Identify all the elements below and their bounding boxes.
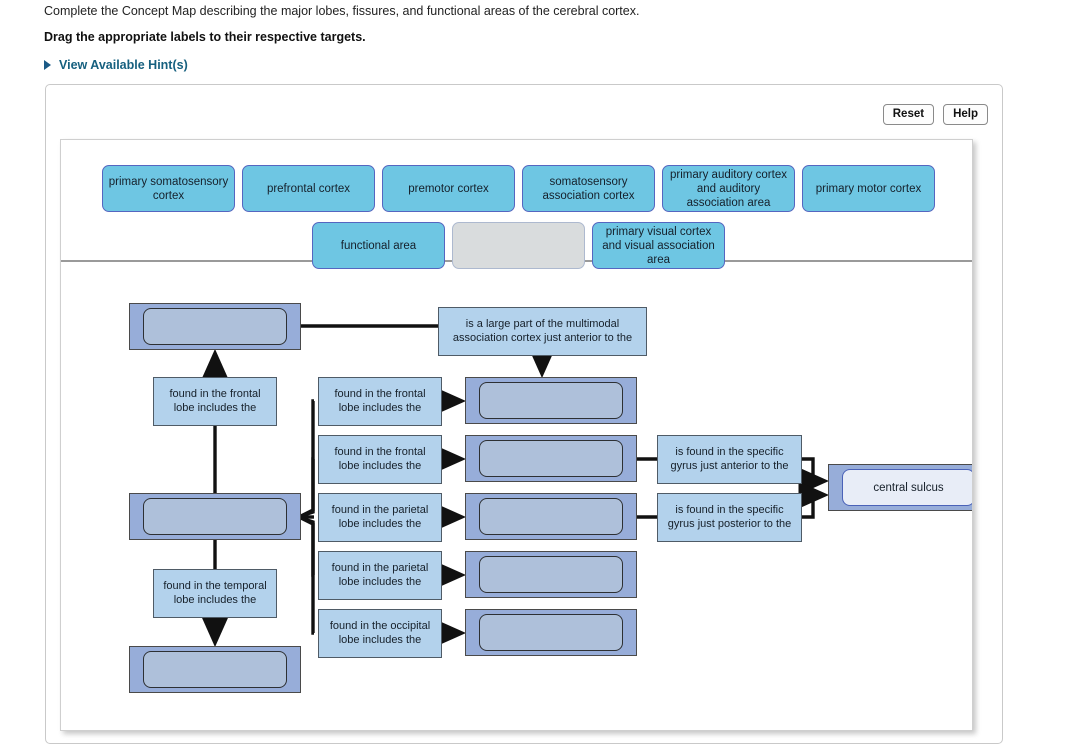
rel-frontal-3: found in the frontal lobe includes the	[318, 435, 442, 484]
rel-gyrus-anterior: is found in the specific gyrus just ante…	[657, 435, 802, 484]
rel-frontal-1: found in the frontal lobe includes the	[153, 377, 277, 426]
target-row-1[interactable]	[465, 377, 637, 424]
rel-occipital-1: found in the occipital lobe includes the	[318, 609, 442, 658]
label-chip-empty-slot	[452, 222, 585, 269]
rel-parietal-2: found in the parietal lobe includes the	[318, 551, 442, 600]
target-row-1-value	[479, 382, 623, 419]
concept-map-canvas: is a large part of the multimodal associ…	[61, 262, 972, 730]
rel-temporal-1: found in the temporal lobe includes the	[153, 569, 277, 618]
view-hints-toggle[interactable]: View Available Hint(s)	[44, 58, 188, 72]
label-chip[interactable]: primary auditory cortex and auditory ass…	[662, 165, 795, 212]
target-row-5-value	[479, 614, 623, 651]
target-row-4[interactable]	[465, 551, 637, 598]
label-chip[interactable]: premotor cortex	[382, 165, 515, 212]
target-row-3[interactable]	[465, 493, 637, 540]
triangle-right-icon	[44, 60, 51, 70]
target-central-sulcus-value: central sulcus	[842, 469, 972, 506]
target-row-2[interactable]	[465, 435, 637, 482]
target-central-sulcus[interactable]: central sulcus	[828, 464, 972, 511]
instruction-primary: Complete the Concept Map describing the …	[44, 4, 640, 18]
rel-parietal-1: found in the parietal lobe includes the	[318, 493, 442, 542]
help-button[interactable]: Help	[943, 104, 988, 125]
label-chip[interactable]: primary visual cortex and visual associa…	[592, 222, 725, 269]
target-frontal-lobe-value	[143, 308, 287, 345]
rel-frontal-2: found in the frontal lobe includes the	[318, 377, 442, 426]
target-temporal-lobe-value	[143, 651, 287, 688]
label-chip[interactable]: primary motor cortex	[802, 165, 935, 212]
label-chip[interactable]: functional area	[312, 222, 445, 269]
label-chip[interactable]: somatosensory association cortex	[522, 165, 655, 212]
panel-toolbar: Reset Help	[882, 104, 988, 125]
reset-button[interactable]: Reset	[882, 104, 935, 125]
target-row-4-value	[479, 556, 623, 593]
target-frontal-lobe[interactable]	[129, 303, 301, 350]
target-temporal-lobe[interactable]	[129, 646, 301, 693]
rel-multimodal: is a large part of the multimodal associ…	[438, 307, 647, 356]
rel-gyrus-posterior: is found in the specific gyrus just post…	[657, 493, 802, 542]
target-row-5[interactable]	[465, 609, 637, 656]
target-row-2-value	[479, 440, 623, 477]
label-chip[interactable]: primary somatosensory cortex	[102, 165, 235, 212]
view-hints-label: View Available Hint(s)	[59, 58, 188, 72]
instruction-secondary: Drag the appropriate labels to their res…	[44, 30, 366, 44]
label-chip[interactable]: prefrontal cortex	[242, 165, 375, 212]
target-lobes-center[interactable]	[129, 493, 301, 540]
target-row-3-value	[479, 498, 623, 535]
connector-lines	[201, 324, 830, 648]
target-lobes-center-value	[143, 498, 287, 535]
